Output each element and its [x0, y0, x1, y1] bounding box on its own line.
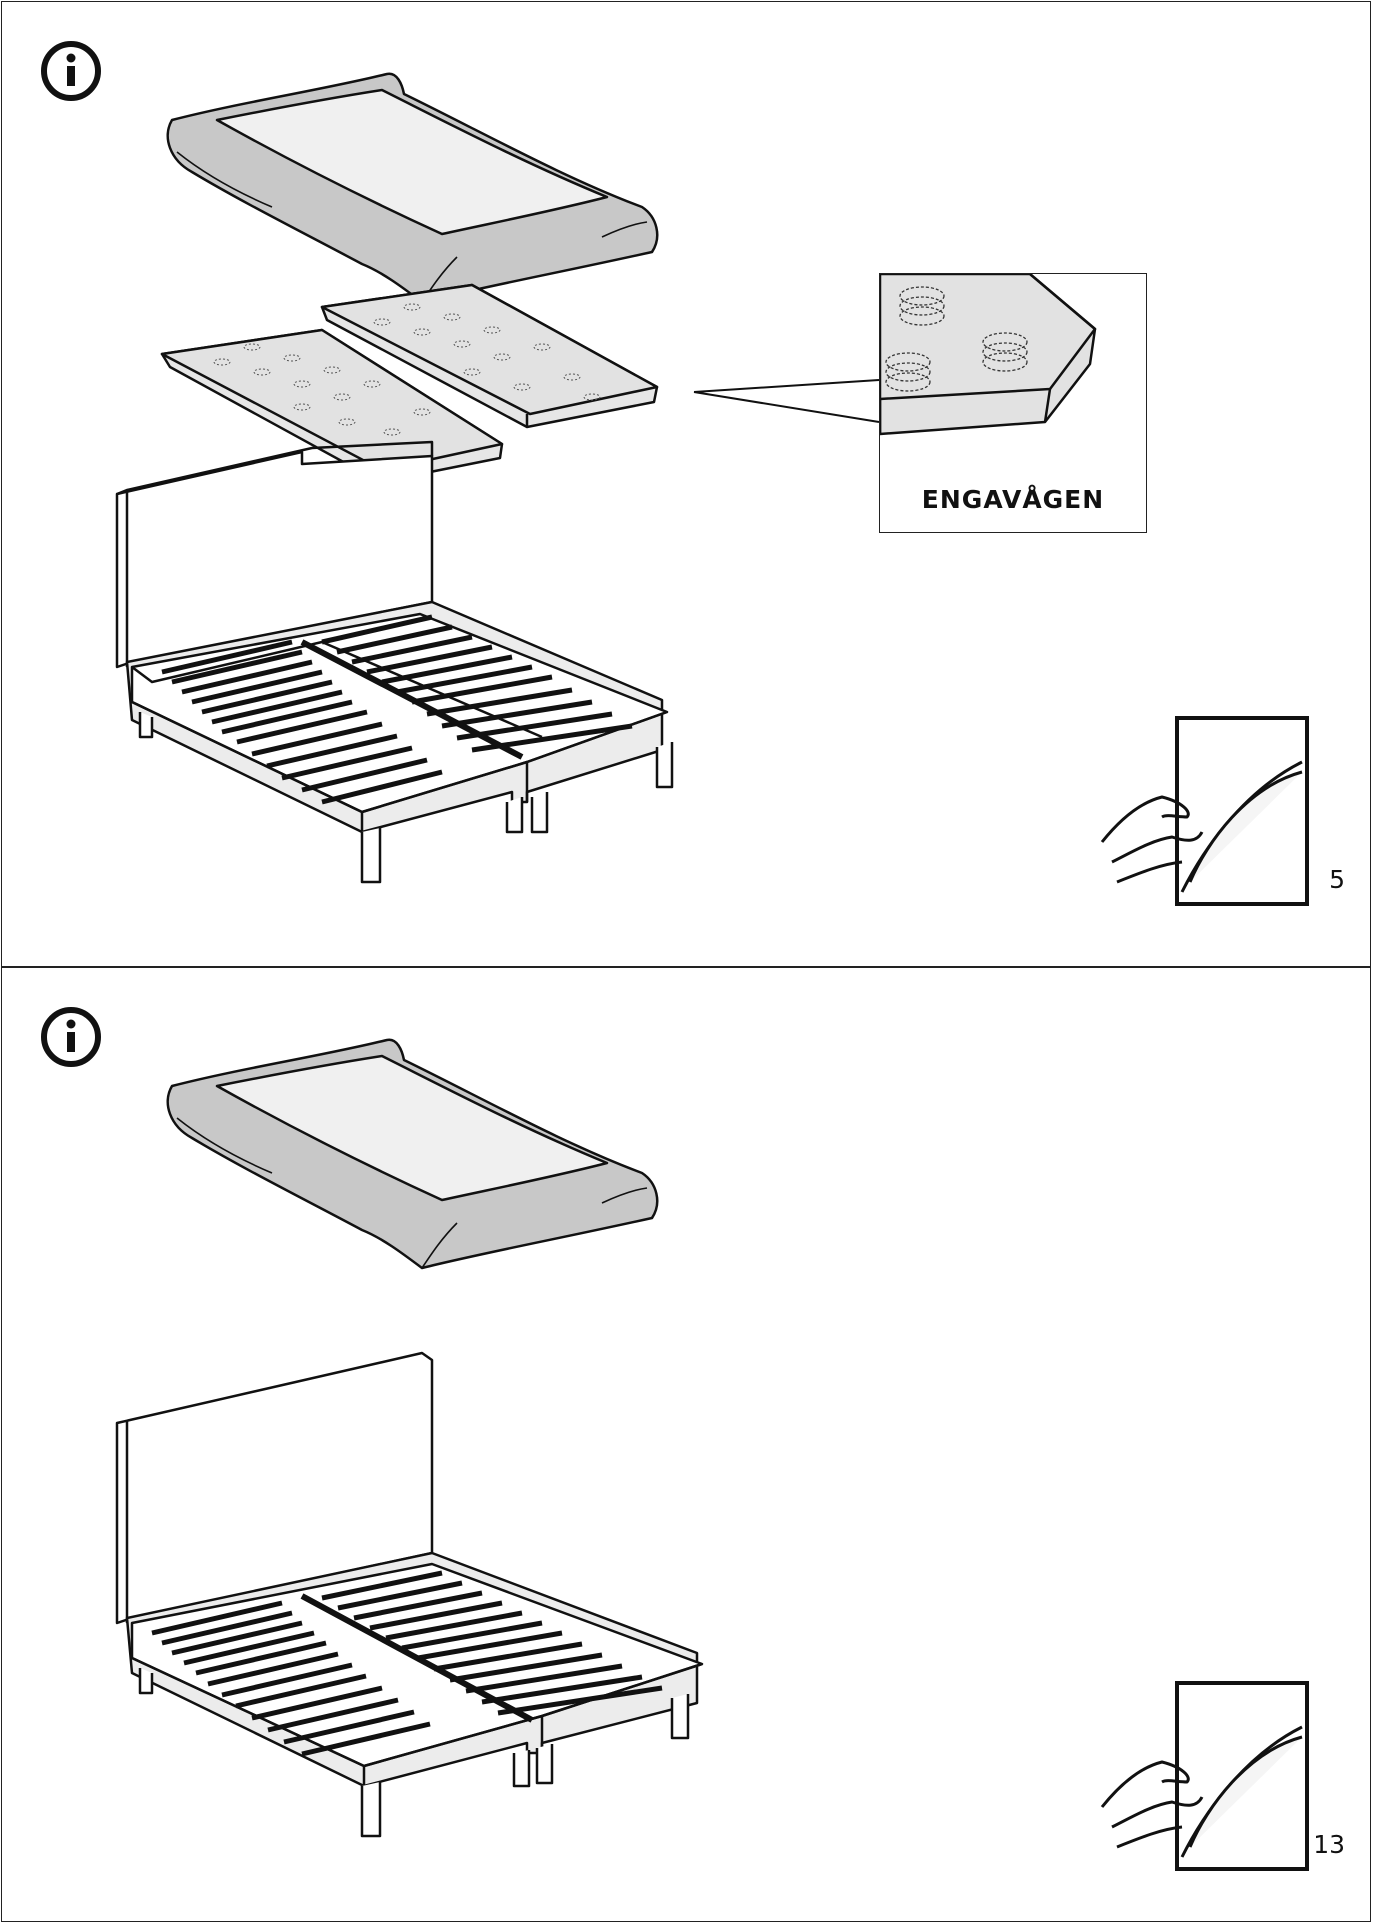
page-reference: 5 [1177, 718, 1367, 908]
bed-frame [115, 440, 674, 884]
instruction-panel-1: ENGAVÅGEN 5 [1, 1, 1371, 967]
instruction-panel-2: 13 [1, 967, 1371, 1922]
product-name-label: ENGAVÅGEN [921, 485, 1105, 514]
mattress-pad-right [320, 283, 659, 429]
page-reference: 13 [1177, 1683, 1367, 1873]
info-icon [41, 1007, 101, 1067]
assembly-illustration [115, 72, 1309, 906]
mattress-illustration [166, 72, 659, 304]
mattress-pad-detail-illustration [880, 274, 1097, 436]
page-reference-number: 13 [1313, 1830, 1345, 1859]
assembly-illustration [115, 1038, 1309, 1871]
info-icon [41, 41, 101, 101]
page-reference-number: 5 [1329, 865, 1345, 894]
mattress-illustration [166, 1038, 659, 1270]
detail-callout: ENGAVÅGEN [879, 273, 1147, 533]
